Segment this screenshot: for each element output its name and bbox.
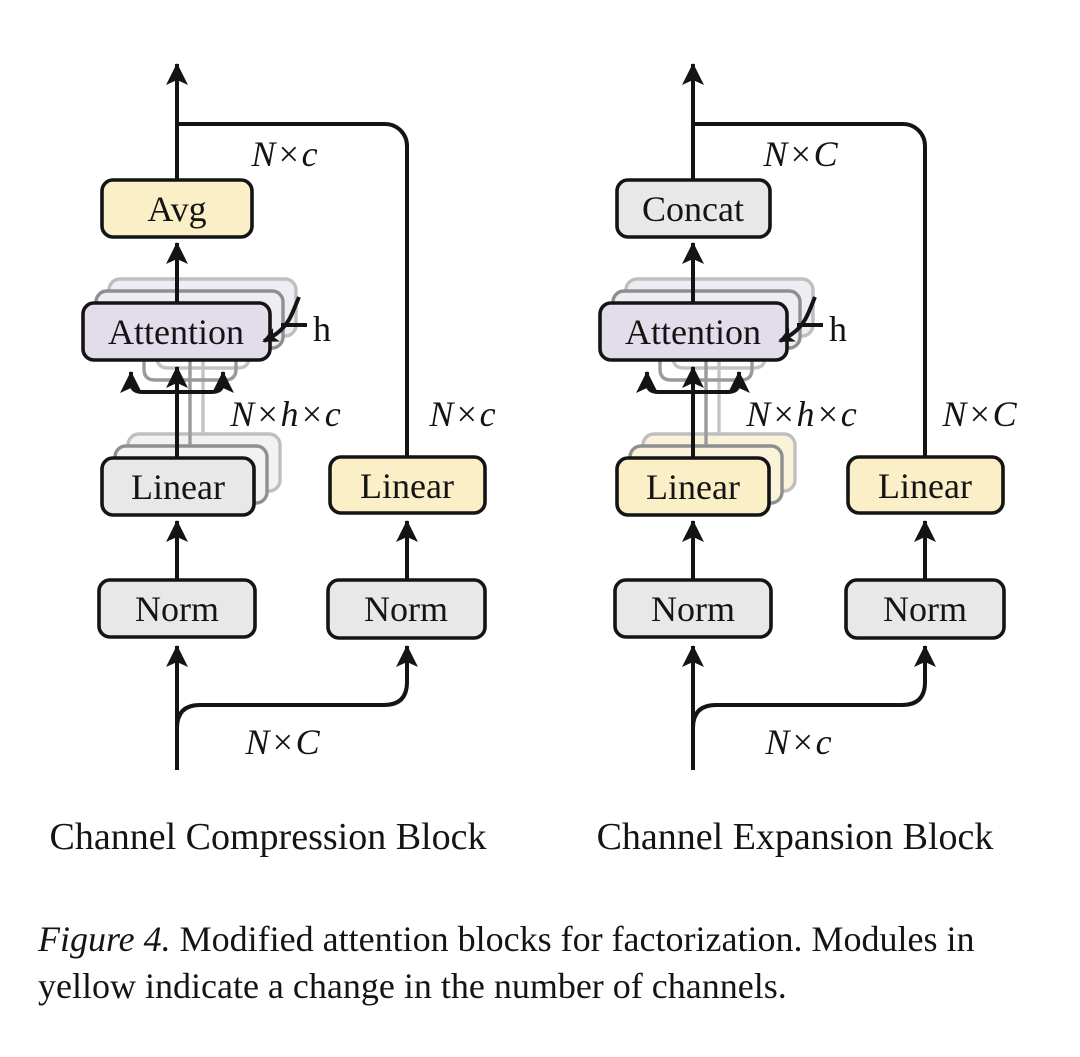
- skip-linear-box: [328, 455, 487, 515]
- heads-count-hook-arrow: [778, 296, 817, 343]
- multihead-linear-box: [100, 456, 256, 517]
- attention-left-fork-arrow: [636, 371, 693, 394]
- figure-caption-text1: Modified attention blocks for factorizat…: [170, 919, 975, 959]
- heads-count-label: h: [313, 309, 331, 349]
- heads-count-label: h: [829, 309, 847, 349]
- input-branch-arrow: [691, 645, 936, 729]
- figure-caption-line1: Figure 4. Modified attention blocks for …: [38, 916, 1048, 963]
- channel-expansion-diagram: Concat Attention Linear Linear Norm Norm…: [597, 63, 1017, 858]
- figure-caption: Figure 4. Modified attention blocks for …: [38, 916, 1048, 1010]
- compression-block-title: Channel Compression Block: [50, 816, 487, 858]
- concat-box: [615, 178, 772, 239]
- multihead-linear-box-label: Linear: [646, 467, 740, 507]
- main-norm-box-label: Norm: [651, 589, 735, 629]
- heads-count-hook-arrow: [262, 296, 301, 343]
- attention-left-fork-arrow: [120, 371, 177, 394]
- attention-box-label: Attention: [108, 312, 244, 352]
- input-branch-arrow: [175, 645, 418, 729]
- skip-norm-box: [326, 578, 487, 640]
- concat-box-label: Concat: [642, 189, 744, 229]
- skip-norm-box-label: Norm: [364, 589, 448, 629]
- skip-dim-label: N×C: [941, 394, 1017, 434]
- output-dim-label: N×c: [250, 134, 318, 174]
- diagram-canvas: Avg Attention Linear Linear Norm Norm h …: [50, 63, 1017, 858]
- input-dim-label: N×c: [764, 722, 832, 762]
- main-norm-box: [97, 578, 257, 639]
- skip-linear-box-label: Linear: [360, 466, 454, 506]
- figure-caption-number: Figure 4.: [38, 919, 171, 959]
- multihead-dim-label: N×h×c: [745, 394, 858, 434]
- attention-right-fork-arrow: [693, 371, 750, 394]
- skip-linear-box-label: Linear: [878, 466, 972, 506]
- skip-norm-box-label: Norm: [883, 589, 967, 629]
- figure-caption-line2: yellow indicate a change in the number o…: [38, 966, 787, 1006]
- skip-dim-label: N×c: [428, 394, 496, 434]
- channel-compression-diagram: Avg Attention Linear Linear Norm Norm h …: [50, 63, 496, 858]
- attention-box-label: Attention: [625, 312, 761, 352]
- skip-linear-box: [846, 455, 1005, 515]
- input-dim-label: N×C: [244, 722, 320, 762]
- main-norm-box: [613, 578, 773, 639]
- multihead-dim-label: N×h×c: [229, 394, 342, 434]
- attention-right-fork-arrow: [177, 371, 234, 394]
- expansion-block-title: Channel Expansion Block: [597, 816, 994, 858]
- compression-skip-connection-line: [177, 122, 409, 458]
- expansion-skip-connection-line: [693, 122, 927, 458]
- main-norm-box-label: Norm: [135, 589, 219, 629]
- avg-box: [100, 178, 254, 239]
- avg-box-label: Avg: [147, 189, 206, 229]
- multihead-linear-box: [615, 456, 771, 517]
- skip-norm-box: [844, 578, 1006, 640]
- output-dim-label: N×C: [762, 134, 838, 174]
- multihead-linear-box-label: Linear: [131, 467, 225, 507]
